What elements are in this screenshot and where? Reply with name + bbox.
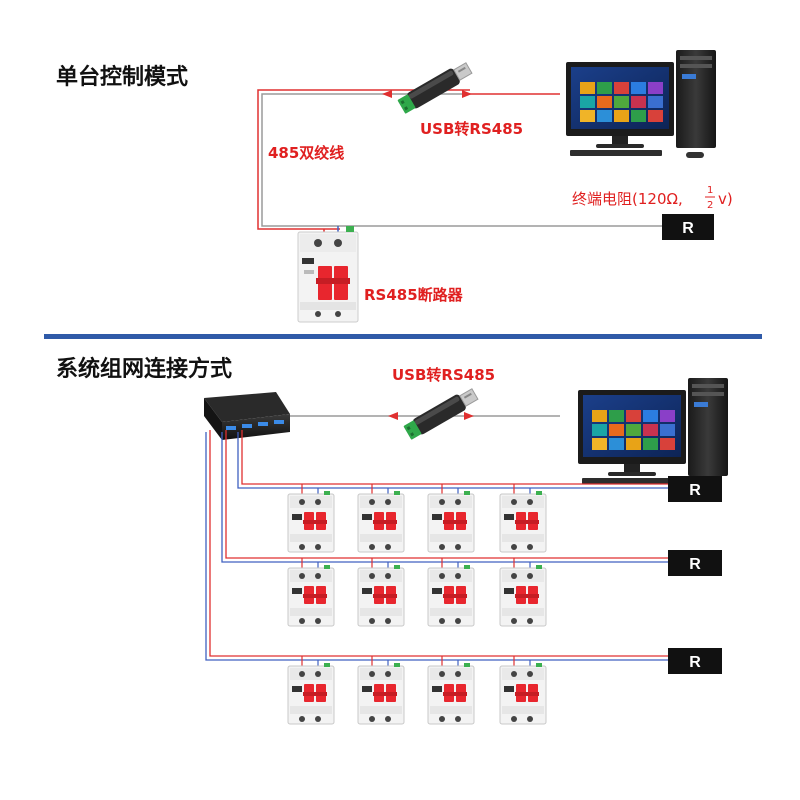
single-resistor: R [662, 214, 714, 240]
breaker-module-icon [499, 564, 547, 627]
breaker-module-icon [427, 662, 475, 725]
network-usb-label: USB转RS485 [392, 366, 495, 384]
twisted-pair-label: 485双绞线 [268, 144, 344, 162]
network-breakers [287, 490, 547, 725]
terminator-label-tail: v) [718, 190, 733, 208]
terminator-label: 终端电阻(120Ω, [572, 190, 683, 208]
net-usb-arrow-left [388, 412, 398, 420]
usb-rs485-adapter-icon [396, 59, 474, 116]
single-mode-wiring [257, 89, 680, 246]
breaker-module-icon [357, 662, 405, 725]
usb-arrow-left [382, 90, 392, 98]
breaker-module-icon [499, 490, 547, 553]
section-divider [44, 334, 762, 339]
network-resistors: R R R [668, 476, 722, 674]
network-resistor: R [668, 476, 722, 502]
breaker-module-icon [357, 564, 405, 627]
breaker-module-icon [499, 662, 547, 725]
network-resistor-letter: R [689, 482, 701, 499]
breaker-module-icon [427, 564, 475, 627]
single-mode-title: 单台控制模式 [56, 64, 188, 90]
breaker-module-icon [427, 490, 475, 553]
terminator-frac-num: 1 [707, 185, 713, 196]
computer-icon [566, 50, 716, 158]
single-usb-label: USB转RS485 [420, 120, 523, 138]
usb-arrow-right [462, 90, 472, 98]
network-resistor: R [668, 648, 722, 674]
breaker-module-icon [287, 564, 335, 627]
network-resistor-letter: R [689, 654, 701, 671]
network-mode-title: 系统组网连接方式 [56, 356, 232, 382]
usb-hub-icon [204, 392, 290, 440]
breaker-label: RS485断路器 [364, 286, 464, 304]
single-resistor-letter: R [682, 220, 694, 237]
single-rs485-breaker [297, 226, 359, 323]
net-usb-rs485-adapter-icon [402, 385, 480, 442]
terminator-frac-den: 2 [707, 200, 713, 211]
network-resistor-letter: R [689, 556, 701, 573]
net-computer-icon [578, 378, 728, 486]
breaker-module-icon [287, 662, 335, 725]
breaker-module-icon [287, 490, 335, 553]
net-usb-arrow-right [464, 412, 474, 420]
breaker-module-icon [357, 490, 405, 553]
network-resistor: R [668, 550, 722, 576]
network-bus-wiring [205, 430, 680, 666]
